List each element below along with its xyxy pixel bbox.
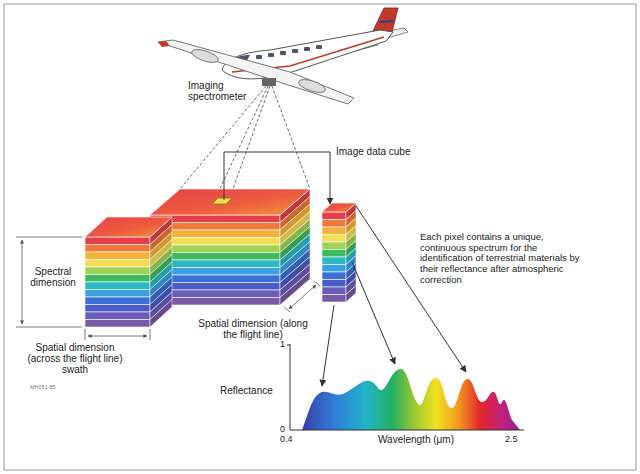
drawing-part [158,40,354,104]
image-data-cube [85,189,356,327]
spectral-band [322,265,346,273]
dimension-label: Spectral dimension [26,266,80,288]
drawing-part [88,336,147,337]
spectral-band [322,242,346,250]
drawing-part [256,55,262,59]
drawing-part [322,305,334,386]
spectral-band [322,280,346,288]
dimension-label: Spatial dimension (along the flight line… [198,318,308,340]
drawing-part [290,344,291,430]
drawing-part [287,345,290,346]
spectral-band-side [150,300,172,328]
spectral-band [85,282,150,290]
spectral-band [85,297,150,305]
drawing-part [290,430,524,431]
axis-title: Wavelength (μm) [378,434,468,445]
spectral-band-side [346,286,356,303]
drawing-part [224,152,330,200]
spectral-band [85,252,150,260]
spectrometer-sensor [262,78,276,86]
pixel-note: Each pixel contains a unique, continuous… [420,232,582,285]
drawing-part [380,21,394,22]
drawing-part [150,329,151,340]
spectral-band [322,272,346,280]
drawing-part [314,281,320,286]
drawing-part [280,51,286,55]
selected-pixel [212,198,232,204]
drawing-part [352,262,395,364]
cube-slice [85,217,172,327]
frame [4,4,636,470]
axis-tick: 0 [276,424,285,434]
dimension-lines [16,237,320,340]
image-top-face [85,217,172,237]
drawing-part [372,8,398,33]
axis-tick: 2.5 [505,434,527,444]
axis-title: Reflectance [220,385,284,396]
drawing-part [289,285,316,309]
dimension-label: Spatial dimension (across the flight lin… [18,342,132,376]
drawing-part [230,86,270,197]
spectral-band [85,312,150,320]
sensor-label: Imaging spectrometer [188,80,252,102]
drawing-part [330,152,331,204]
spectral-band [322,287,346,295]
drawing-part [268,53,274,57]
axis-tick: 0.4 [280,434,302,444]
spectral-band [85,290,150,298]
cube-label: Image data cube [336,146,446,157]
spectral-band [85,245,150,253]
drawing-part [356,206,466,372]
drawing-part [85,329,86,340]
drawing-part [292,49,298,53]
spectral-band [85,267,150,275]
spectral-band [322,250,346,258]
spectral-band [322,212,346,220]
spectral-band [85,320,150,328]
aircraft [158,8,408,104]
drawing-part [272,86,310,189]
axis-tick: 1 [276,339,285,349]
drawing-part [304,47,310,51]
main-cube [150,189,310,305]
spectral-band [322,235,346,243]
spectral-band [85,237,150,245]
drawing-part [158,41,170,47]
drawing-part [190,47,220,65]
drawing-part [316,45,322,49]
spectral-band [85,305,150,313]
spectral-band [85,275,150,283]
drawing-part [16,237,82,238]
scan-lines [180,86,310,197]
drawing-part [297,77,327,95]
figure-code: MH051-85 [30,384,70,390]
spectral-band [322,227,346,235]
drawing-part [284,307,290,312]
image-top-face [322,203,356,212]
spectral-band [85,260,150,268]
image-top-face [150,189,310,215]
pixel-column [322,203,356,302]
spectral-band-side [280,272,310,306]
drawing-part [302,369,520,430]
spectral-band [322,257,346,265]
reflectance-spectrum [287,344,524,430]
drawing-part [16,327,82,328]
drawing-part [22,240,23,324]
spectral-band [322,220,346,228]
drawing-part [256,45,322,59]
spectral-band [322,295,346,303]
